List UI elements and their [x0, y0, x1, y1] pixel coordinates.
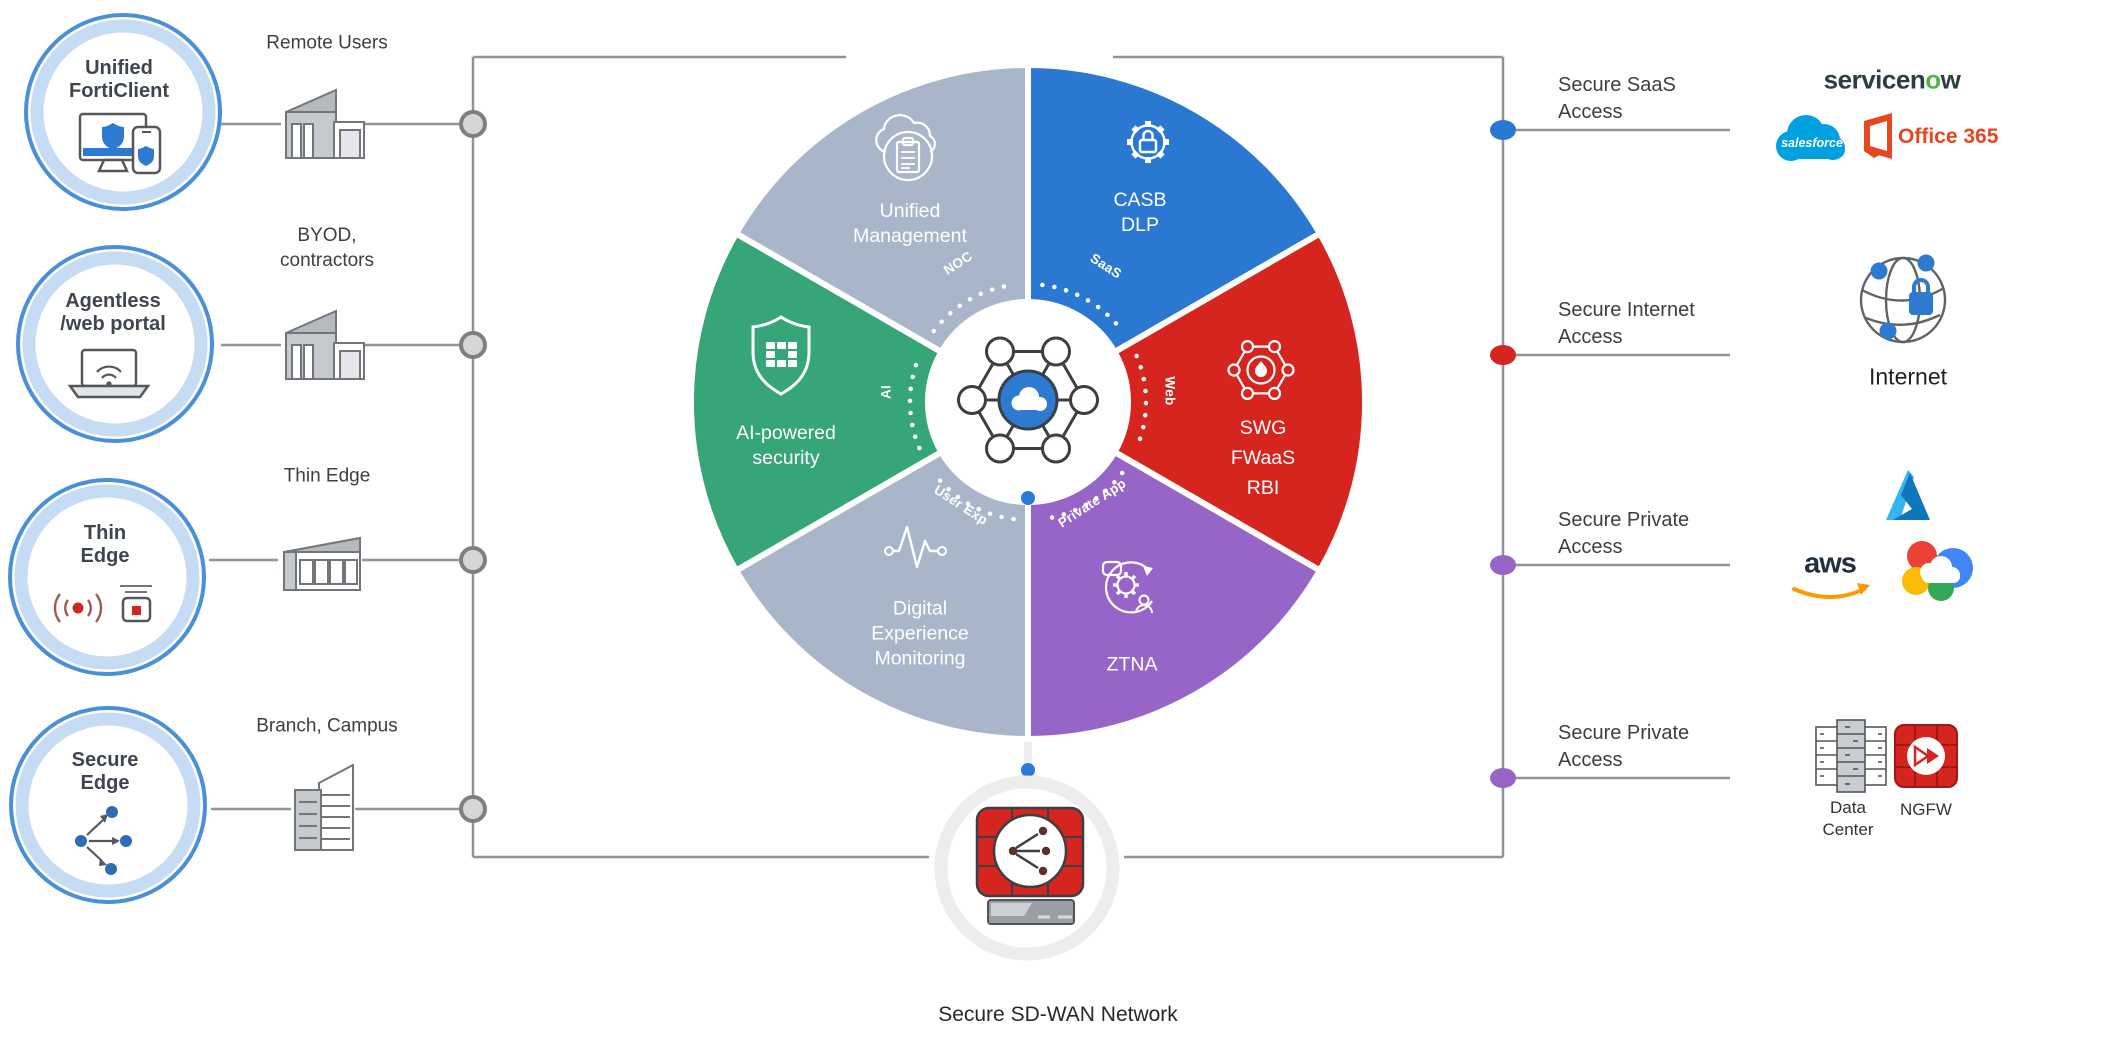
salesforce-cloud-icon: [1776, 115, 1845, 161]
source-circle-agentless: [16, 245, 214, 443]
office365-icon: [1864, 113, 1892, 159]
shield-grid-icon: [751, 315, 811, 396]
sdwan-node: [934, 775, 1120, 961]
inner-label-ai: AI: [878, 384, 894, 400]
internet-globe-icon: [1859, 254, 1947, 344]
warehouse-building-icon: [285, 309, 365, 380]
branch-nodes-icon: [75, 806, 132, 875]
right-access-lines: [1503, 128, 1730, 780]
cloud-clipboard-icon: [875, 114, 936, 182]
segment-ztna: [1025, 449, 1323, 742]
row-label-thin-edge: Thin Edge: [283, 465, 371, 487]
circle-label-agentless: Agentless/web portal: [60, 290, 166, 335]
segment-unified-management: [733, 62, 1031, 355]
segment-ai-security: [687, 230, 945, 574]
fortigate-firewall-icon: [975, 806, 1085, 925]
ring-connector: [459, 331, 487, 359]
sase-cloud-network-icon: [957, 336, 1099, 464]
aws-logo-text: aws: [1804, 547, 1857, 580]
ring-connector: [459, 110, 487, 138]
segment-dem: [733, 449, 1031, 742]
servicenow-logo: servicenow: [1823, 64, 1961, 95]
frame-ring-connectors: [459, 110, 487, 823]
segment-label-ztna: ZTNA: [1106, 653, 1158, 676]
row-label-byod: BYOD,contractors: [280, 225, 374, 271]
ngfw-label: NGFW: [1900, 800, 1952, 819]
salesforce-logo-text: salesforce: [1781, 136, 1843, 150]
private-access-dot-2: [1490, 768, 1516, 788]
office-building-icon: [294, 763, 354, 851]
sdwan-label: Secure SD-WAN Network: [938, 1003, 1178, 1026]
hub-bottom-dot: [1021, 491, 1035, 505]
data-center-icon: [1815, 719, 1887, 793]
pulse-monitor-icon: [884, 525, 947, 569]
dotted-inner-arcs: [907, 282, 1149, 522]
azure-icon: [1886, 470, 1930, 520]
source-circle-thin-edge: [8, 478, 206, 676]
forticlient-endpoint-icon: [78, 112, 162, 175]
cloud-glyph: [1011, 387, 1047, 411]
aws-swoosh-icon: [1792, 583, 1870, 599]
private-access-dot: [1490, 555, 1516, 575]
ring-connector: [459, 795, 487, 823]
gear-lock-icon: [1127, 121, 1169, 163]
storefront-building-icon: [283, 536, 361, 591]
laptop-wifi-icon: [67, 348, 151, 399]
ngfw-icon: [1894, 724, 1958, 788]
left-connector-lines: [209, 122, 461, 811]
network-flame-icon: [1227, 340, 1295, 400]
segment-casb-dlp: [1025, 62, 1323, 355]
warehouse-building-icon: [285, 88, 365, 159]
servicenow-green-o: o: [1925, 64, 1941, 95]
sase-donut: [687, 62, 1369, 742]
source-circle-secure-edge: [9, 706, 207, 904]
frame-lines: [471, 55, 1505, 859]
internet-access-dot: [1490, 345, 1516, 365]
saas-access-dot: [1490, 120, 1516, 140]
wireless-ap-icon: [53, 585, 152, 623]
inner-label-web: Web: [1162, 376, 1178, 406]
row-label-remote-users: Remote Users: [266, 32, 388, 54]
google-cloud-icon: [1902, 541, 1973, 601]
ztna-user-gear-icon: [1101, 560, 1153, 614]
internet-label: Internet: [1869, 363, 1947, 390]
office365-logo-text: Office 365: [1898, 125, 1999, 148]
source-circle-forticlient: [24, 13, 222, 211]
ring-connector: [459, 546, 487, 574]
row-label-branch-campus: Branch, Campus: [256, 715, 398, 737]
sdwan-top-dot: [1021, 763, 1035, 777]
